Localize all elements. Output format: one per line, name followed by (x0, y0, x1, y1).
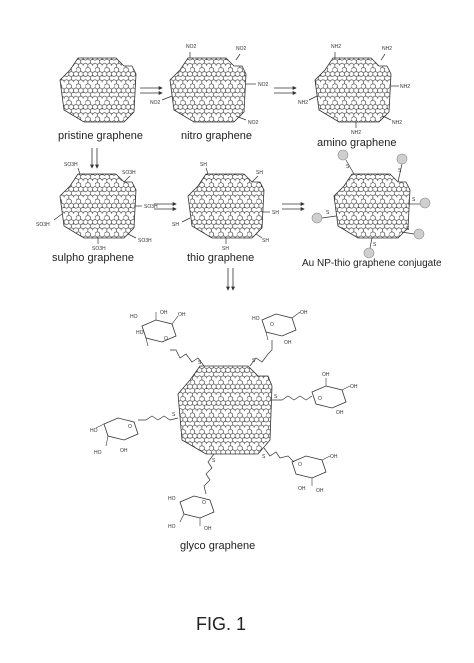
hydroxyl-label: HO (168, 496, 176, 502)
amino-graphene-label: amino graphene (317, 137, 397, 149)
sulfur-label: S (326, 210, 330, 216)
nitro-label: NO2 (248, 120, 259, 126)
hydroxyl-label: OH (336, 410, 344, 416)
sulpho-label: SO3H (144, 204, 158, 210)
thiol-label: SH (272, 210, 279, 216)
thiol-label: SH (256, 170, 263, 176)
ring-oxygen-label: O (202, 500, 206, 506)
sulfur-label: S (398, 168, 402, 174)
arrow-thio-to-glyco (226, 268, 235, 291)
ring-oxygen-label: O (318, 396, 322, 402)
au-np-thio-graphene-structure: S S S S S S (311, 149, 431, 259)
figure-caption: FIG. 1 (196, 614, 247, 634)
nitro-label: NO2 (258, 82, 269, 88)
sugar-ring-top-left: HO HO OH OH O (130, 310, 186, 347)
hydroxyl-label: OH (322, 372, 330, 378)
thio-graphene-label: thio graphene (187, 252, 255, 264)
amino-graphene-structure: NH2 NH2 NH2 NH2 NH2 NH2 (298, 44, 410, 136)
sulpho-label: SO3H (36, 222, 50, 228)
sulpho-graphene-structure: SO3H SO3H SO3H SO3H SO3H SO3H (36, 162, 158, 252)
pristine-graphene-structure (59, 57, 137, 123)
thio-graphene-structure: SH SH SH SH SH SH (172, 162, 279, 252)
au-np-thio-graphene-label: Au NP-thio graphene conjugate (302, 258, 442, 269)
sulpho-label: SO3H (122, 170, 136, 176)
hydroxyl-label: HO (130, 314, 138, 320)
amino-label: NH2 (400, 84, 410, 90)
nitro-label: NO2 (186, 44, 197, 50)
nitro-graphene-structure: NO2 NO2 NO2 NO2 NO2 (150, 44, 269, 126)
thiol-label: SH (222, 246, 229, 252)
hydroxyl-label: OH (298, 486, 306, 492)
sugar-ring-left: HO HO OH O (90, 417, 139, 456)
hydroxyl-label: OH (204, 526, 212, 532)
hydroxyl-label: OH (300, 310, 308, 316)
hydroxyl-label: OH (178, 312, 186, 318)
hydroxyl-label: OH (160, 310, 168, 316)
arrow-pristine-to-sulpho (90, 148, 99, 169)
thiol-label: SH (172, 222, 179, 228)
sulpho-label: SO3H (64, 162, 78, 168)
sulfur-label: S (262, 454, 266, 460)
hydroxyl-label: OH (120, 448, 128, 454)
ring-oxygen-label: O (128, 424, 132, 430)
thiol-label: SH (200, 162, 207, 168)
glyco-graphene-structure: S S S S S S HO HO OH OH O HO OH OH O (90, 310, 358, 532)
nitro-label: NO2 (150, 100, 161, 106)
ring-oxygen-label: O (270, 322, 274, 328)
amino-label: NH2 (351, 130, 361, 136)
sulfur-label: S (212, 458, 216, 464)
hydroxyl-label: HO (136, 330, 144, 336)
hydroxyl-label: HO (252, 316, 260, 322)
sulpho-label: SO3H (138, 238, 152, 244)
nitro-graphene-label: nitro graphene (181, 130, 252, 142)
sulfur-label: S (346, 164, 350, 170)
hydroxyl-label: OH (350, 384, 358, 390)
arrow-nitro-to-amino (274, 86, 297, 95)
hydroxyl-label: HO (168, 524, 176, 530)
hydroxyl-label: HO (90, 428, 98, 434)
ring-oxygen-label: O (298, 462, 302, 468)
arrow-thio-to-au (282, 202, 305, 211)
sulpho-label: SO3H (92, 246, 106, 252)
amino-label: NH2 (331, 44, 341, 50)
sulfur-label: S (406, 226, 410, 232)
hydroxyl-label: OH (284, 340, 292, 346)
sugar-ring-top-right: HO OH OH O (252, 310, 308, 346)
sugar-ring-bottom-right: OH OH OH O (291, 454, 338, 494)
amino-label: NH2 (382, 46, 392, 52)
hydroxyl-label: HO (94, 450, 102, 456)
sulfur-label: S (252, 358, 256, 364)
sugar-ring-bottom: HO HO OH O (168, 495, 215, 532)
amino-label: NH2 (298, 100, 308, 106)
sulfur-label: S (274, 394, 278, 400)
pristine-graphene-label: pristine graphene (58, 130, 144, 142)
thiol-label: SH (262, 238, 269, 244)
arrow-pristine-to-nitro (140, 86, 163, 95)
sulfur-label: S (198, 360, 202, 366)
glyco-graphene-label: glyco graphene (180, 540, 256, 552)
amino-label: NH2 (392, 120, 402, 126)
sulfur-label: S (412, 197, 416, 203)
sulfur-label: S (172, 412, 176, 418)
sulfur-label: S (373, 242, 377, 248)
hydroxyl-label: OH (316, 488, 324, 494)
arrow-sulpho-to-thio (154, 202, 177, 211)
hydroxyl-label: OH (330, 454, 338, 460)
ring-oxygen-label: O (164, 336, 168, 342)
nitro-label: NO2 (236, 46, 247, 52)
sulpho-graphene-label: sulpho graphene (52, 252, 134, 264)
sugar-ring-right: OH OH OH O (311, 372, 358, 416)
